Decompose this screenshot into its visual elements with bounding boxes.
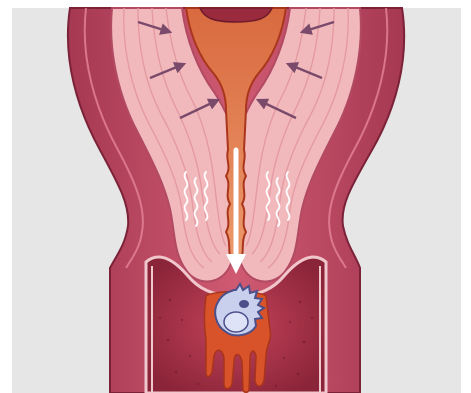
illustration-stage bbox=[0, 0, 471, 393]
uterus-illustration bbox=[0, 0, 471, 393]
